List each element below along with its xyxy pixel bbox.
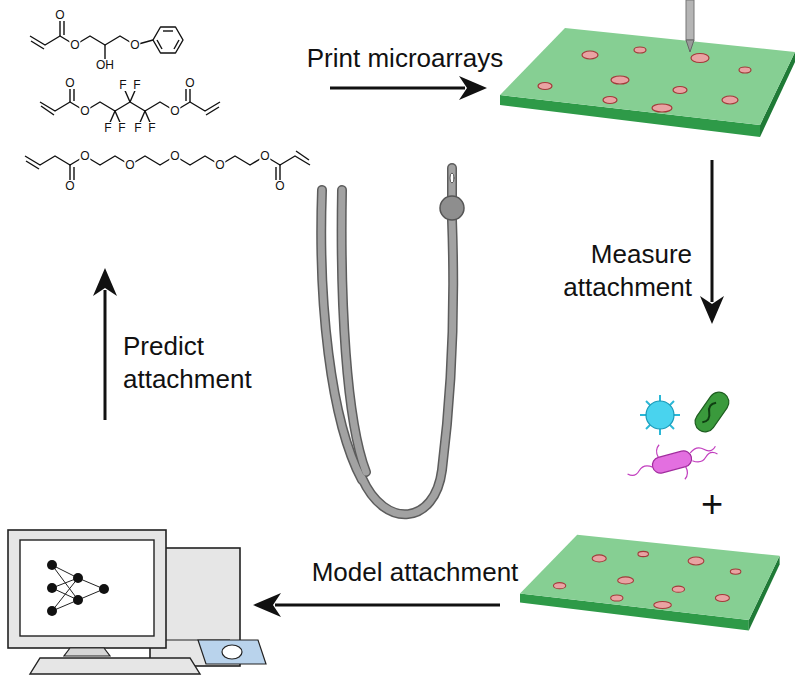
- atom-label: F: [147, 122, 156, 134]
- atom-label: F: [117, 122, 126, 134]
- microarray-slide: [520, 535, 780, 631]
- atom-label: O: [169, 150, 180, 162]
- microarray-slide: [500, 28, 795, 137]
- atom-label: O: [184, 77, 195, 89]
- step-label: Predict attachment: [123, 330, 273, 395]
- atom-label: F: [118, 79, 127, 91]
- atom-label: F: [132, 79, 141, 91]
- computer: [8, 530, 266, 674]
- atom-label: O: [214, 159, 225, 171]
- atom-label: O: [79, 150, 90, 162]
- atom-label: O: [274, 180, 285, 192]
- step-label: Measure attachment: [552, 238, 692, 303]
- atom-label: O: [79, 105, 90, 117]
- atom-label: O: [169, 105, 180, 117]
- print-pin: [686, 0, 694, 52]
- atom-label: O: [259, 150, 270, 162]
- atom-label: O: [64, 77, 75, 89]
- atom-label: O: [54, 9, 65, 21]
- atom-label: F: [133, 122, 142, 134]
- step-label: Print microarrays: [307, 42, 503, 75]
- step-label: Model attachment: [312, 556, 519, 589]
- urinary-catheter: [321, 168, 464, 514]
- atom-label: O: [69, 39, 80, 51]
- atom-label: O: [124, 159, 135, 171]
- atom-label: F: [103, 122, 112, 134]
- atom-label: OH: [95, 59, 115, 71]
- bacteria: [622, 388, 732, 493]
- cycle-arrows: [93, 76, 724, 617]
- plus-sign: +: [701, 481, 723, 529]
- monomer-structures: [25, 18, 310, 183]
- atom-label: O: [129, 39, 140, 51]
- atom-label: O: [64, 180, 75, 192]
